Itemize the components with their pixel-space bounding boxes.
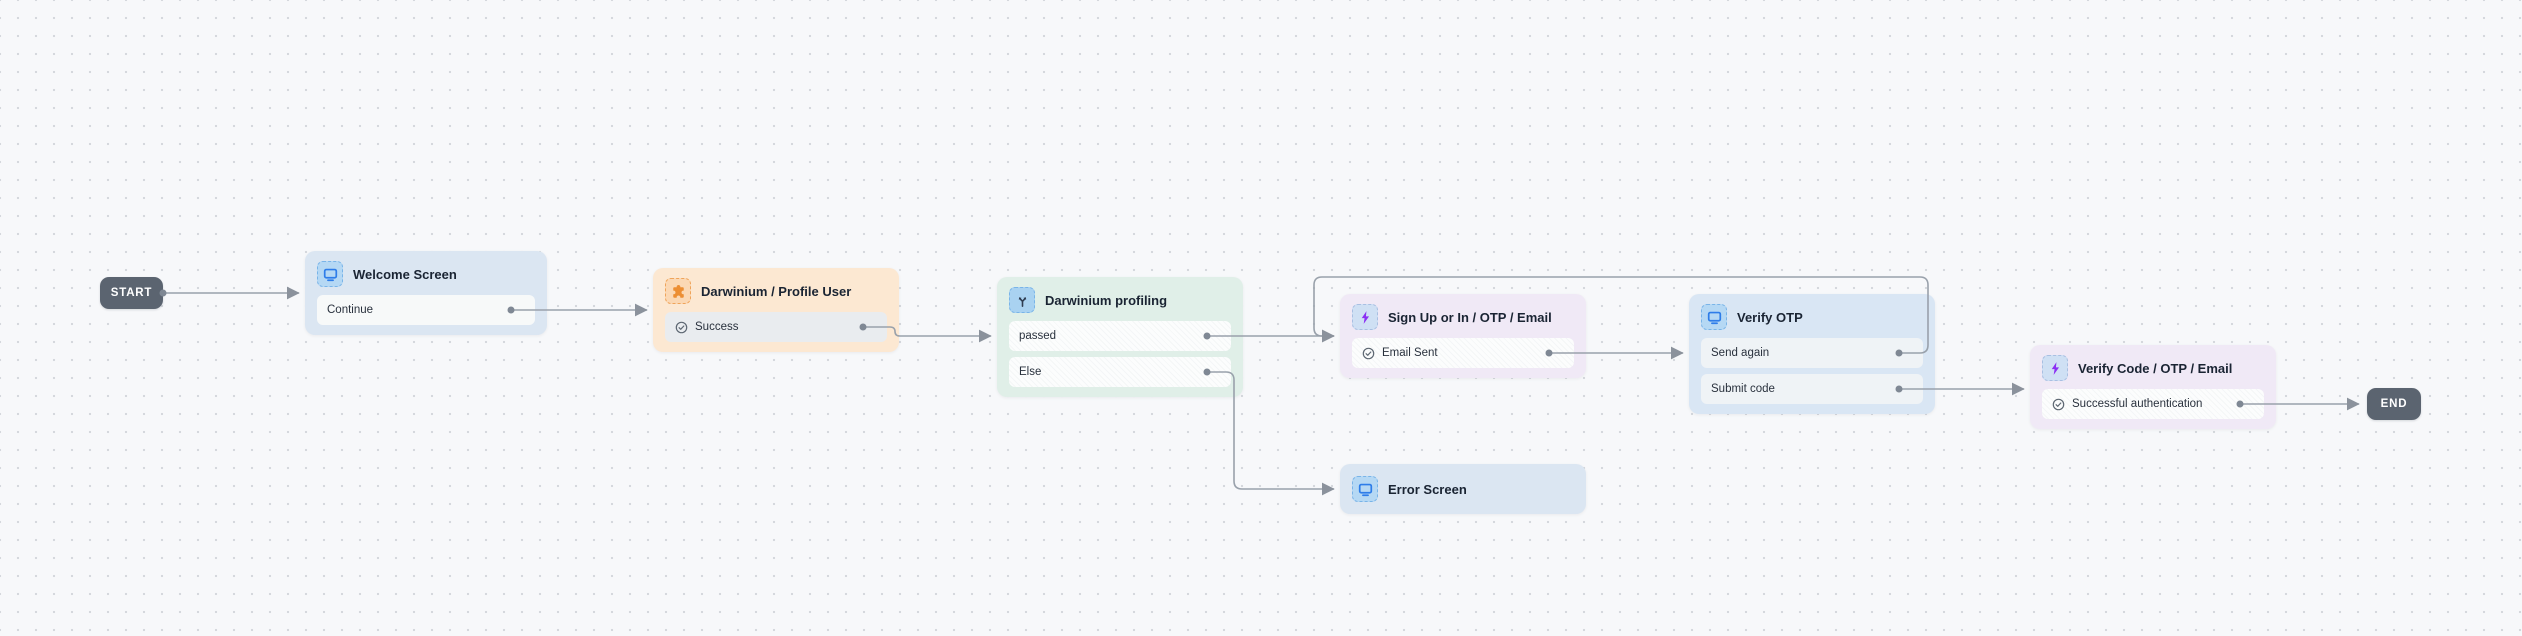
node-header: Welcome Screen: [317, 261, 535, 287]
port-row-successful-authentication[interactable]: Successful authentication: [2042, 389, 2264, 419]
port-row-send-again[interactable]: Send again: [1701, 338, 1923, 368]
row-label: Continue: [327, 304, 374, 316]
node-title: Error Screen: [1388, 481, 1467, 497]
bolt-icon: [2042, 355, 2068, 381]
start-label: START: [110, 287, 153, 299]
row-label: Email Sent: [1382, 347, 1438, 359]
node-header: Darwinium profiling: [1009, 287, 1231, 313]
node-header: Sign Up or In / OTP / Email: [1352, 304, 1574, 330]
monitor-icon: [1352, 476, 1378, 502]
branch-icon: [1009, 287, 1035, 313]
node-title: Welcome Screen: [353, 266, 457, 282]
check-circle-icon: [675, 321, 688, 334]
node-title: Darwinium / Profile User: [701, 283, 852, 299]
node-header: Verify OTP: [1701, 304, 1923, 330]
node-title: Darwinium profiling: [1045, 292, 1168, 308]
node-welcome-screen[interactable]: Welcome Screen Continue: [305, 251, 547, 335]
start-terminal[interactable]: START: [100, 277, 163, 309]
end-terminal[interactable]: END: [2367, 388, 2421, 420]
row-label: passed: [1019, 330, 1057, 342]
port-row-passed[interactable]: passed: [1009, 321, 1231, 351]
port-row-success[interactable]: Success: [665, 312, 887, 342]
node-verify-code[interactable]: Verify Code / OTP / Email Successful aut…: [2030, 345, 2276, 429]
row-label: Success: [695, 321, 739, 333]
row-label: Successful authentication: [2072, 398, 2203, 410]
monitor-icon: [1701, 304, 1727, 330]
port-row-else[interactable]: Else: [1009, 357, 1231, 387]
port-row-email-sent[interactable]: Email Sent: [1352, 338, 1574, 368]
end-label: END: [2380, 398, 2408, 410]
node-error-screen[interactable]: Error Screen: [1340, 464, 1586, 514]
node-header: Verify Code / OTP / Email: [2042, 355, 2264, 381]
node-header: Darwinium / Profile User: [665, 278, 887, 304]
node-sign-up-or-in[interactable]: Sign Up or In / OTP / Email Email Sent: [1340, 294, 1586, 378]
node-title: Sign Up or In / OTP / Email: [1388, 309, 1552, 325]
port-row-continue[interactable]: Continue: [317, 295, 535, 325]
row-label: Send again: [1711, 347, 1770, 359]
row-label: Else: [1019, 366, 1042, 378]
monitor-icon: [317, 261, 343, 287]
node-title: Verify Code / OTP / Email: [2078, 360, 2233, 376]
puzzle-icon: [665, 278, 691, 304]
node-darwinium-profile-user[interactable]: Darwinium / Profile User Success: [653, 268, 899, 352]
bolt-icon: [1352, 304, 1378, 330]
node-header: Error Screen: [1352, 476, 1574, 502]
port-row-submit-code[interactable]: Submit code: [1701, 374, 1923, 404]
check-circle-icon: [2052, 398, 2065, 411]
node-darwinium-profiling[interactable]: Darwinium profiling passed Else: [997, 277, 1243, 397]
node-title: Verify OTP: [1737, 309, 1803, 325]
row-label: Submit code: [1711, 383, 1775, 395]
check-circle-icon: [1362, 347, 1375, 360]
node-verify-otp[interactable]: Verify OTP Send again Submit code: [1689, 294, 1935, 414]
